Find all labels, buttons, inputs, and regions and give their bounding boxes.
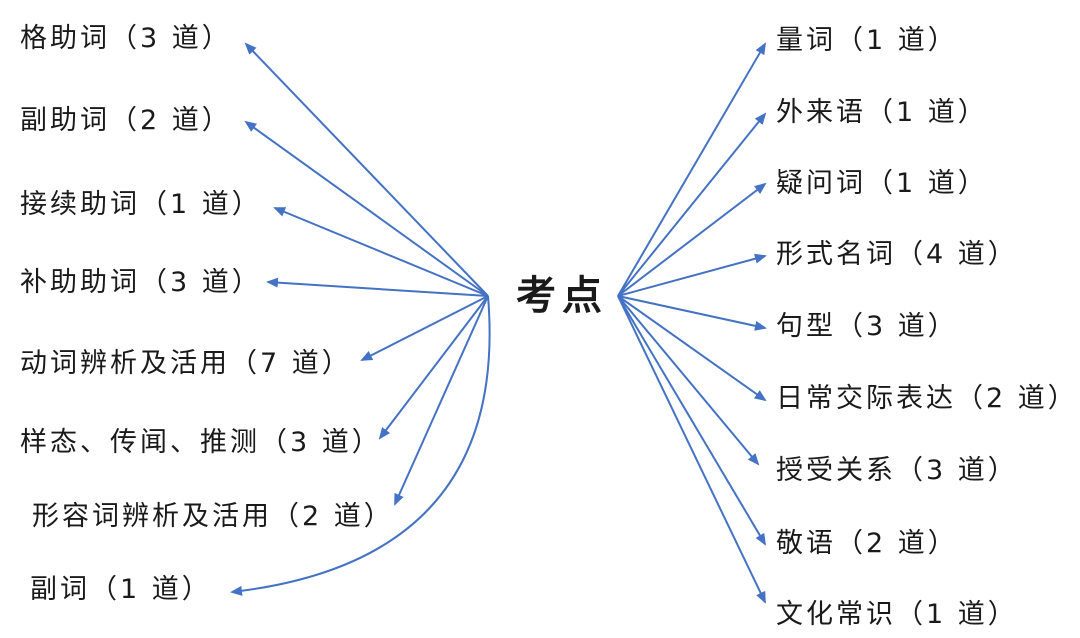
right-node-classifier: 量词（1 道）: [776, 25, 958, 56]
right-node-interrogative: 疑问词（1 道）: [776, 168, 988, 199]
left-node-adjective: 形容词辨析及活用（2 道）: [32, 501, 394, 532]
arrow-right-6: [617, 295, 760, 466]
arrow-right-2: [617, 182, 767, 297]
right-node-formal-noun: 形式名词（4 道）: [776, 239, 1018, 270]
center-label: 考点: [516, 273, 608, 319]
arrow-left-4: [360, 295, 489, 361]
arrow-right-1: [617, 112, 767, 297]
right-node-sentence-pattern: 句型（3 道）: [776, 311, 958, 342]
arrow-left-0: [244, 42, 489, 297]
left-node-modality: 样态、传闻、推测（3 道）: [20, 427, 382, 458]
arrow-right-4: [617, 295, 767, 331]
arrow-left-3: [266, 277, 489, 297]
right-node-honorific: 敬语（2 道）: [776, 528, 958, 559]
right-node-loanword: 外来语（1 道）: [776, 97, 988, 128]
right-node-culture: 文化常识（1 道）: [776, 599, 1018, 630]
arrow-right-5: [617, 295, 767, 402]
arrow-left-2: [273, 207, 489, 297]
left-node-case-particle: 格助词（3 道）: [20, 23, 232, 54]
left-node-conjunctive-particle: 接续助词（1 道）: [20, 189, 262, 220]
arrow-right-0: [617, 42, 767, 297]
arrow-left-5: [378, 295, 489, 440]
arrow-left-1: [244, 120, 489, 297]
arrow-right-7: [617, 295, 767, 546]
left-node-verb: 动词辨析及活用（7 道）: [20, 348, 352, 379]
left-node-adverb: 副词（1 道）: [30, 574, 212, 605]
arrows-group: [230, 42, 767, 604]
arrow-left-7: [230, 295, 491, 596]
right-node-giving-receiving: 授受关系（3 道）: [776, 455, 1018, 486]
left-node-auxiliary-particle: 补助助词（3 道）: [20, 267, 262, 298]
right-node-daily-expression: 日常交际表达（2 道）: [776, 383, 1078, 414]
arrow-left-6: [394, 295, 489, 506]
left-node-adverbial-particle: 副助词（2 道）: [20, 105, 232, 136]
arrow-right-8: [617, 295, 766, 604]
arrow-right-3: [617, 253, 767, 297]
